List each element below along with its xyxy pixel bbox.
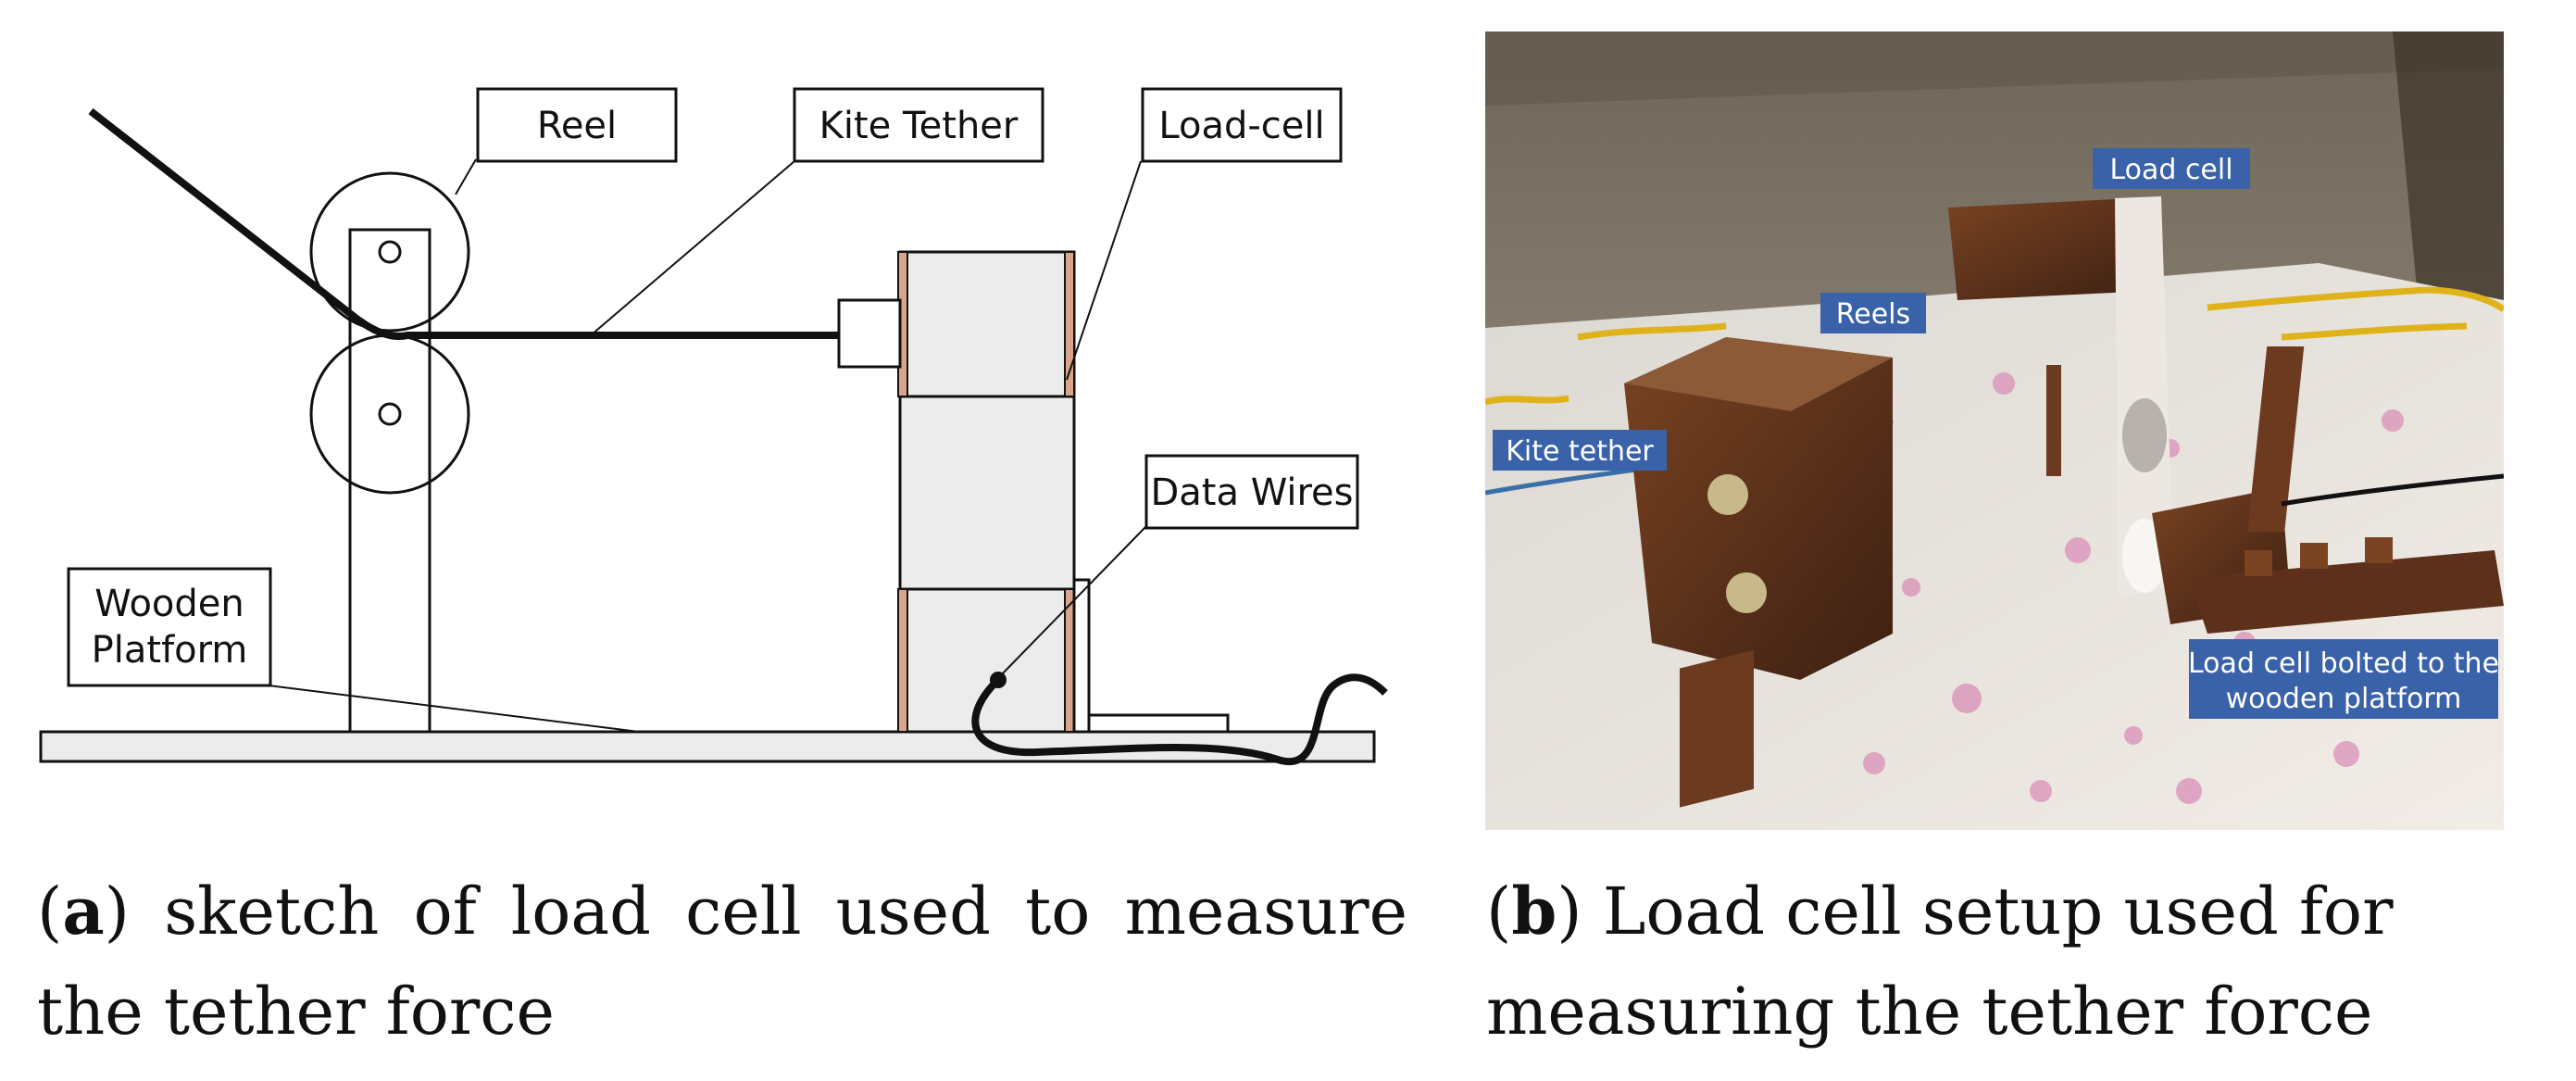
photo-platform-bolts: [2245, 537, 2393, 576]
load-cell-body: [898, 250, 1076, 734]
load-cell-plate-bl: [897, 588, 908, 733]
photo-tether-hook: [2046, 365, 2061, 476]
photo-bracket-upright: [2247, 346, 2305, 532]
caption-a: (a) sketch of load cell used to measure …: [37, 873, 1408, 1050]
photo: Load cell Reels Kite tether Load cell bo…: [1485, 31, 2504, 830]
data-wires-label: Data Wires: [1150, 471, 1353, 514]
photo-reels-label: Reels: [1836, 298, 1910, 331]
photo-kite-tether-tag: [1493, 430, 1667, 471]
caption-a-text: sketch of load cell used to measure the …: [37, 874, 1408, 1050]
data-wire-anchor: [990, 672, 1007, 688]
mount-bracket-vertical: [1072, 578, 1091, 734]
reel-label-box: [476, 87, 678, 163]
photo-load-cell-top: [1948, 198, 2152, 300]
photo-reel-bolt-bottom: [1726, 572, 1767, 613]
photo-load-cell-hole: [2122, 398, 2167, 472]
mount-bracket-base: [1087, 713, 1230, 734]
load-cell-connector: [837, 298, 902, 369]
photo-bolted-tag: [2189, 639, 2498, 719]
reel-axle-bottom: [378, 402, 402, 426]
photo-reel-bolt-top: [1707, 474, 1748, 515]
photo-reels-tag: [1820, 293, 1926, 333]
photo-data-wire: [2281, 473, 2504, 507]
photo-load-cell-label: Load cell: [2109, 154, 2232, 186]
yellow-rope: [1485, 286, 2504, 406]
load-cell-label: Load-cell: [1158, 105, 1324, 147]
caption-b-letter: b: [1511, 873, 1557, 949]
data-wires-label-box: [1144, 454, 1359, 530]
reel-label: Reel: [537, 105, 617, 147]
kite-tether-line: [88, 107, 841, 340]
wooden-platform-label-line1: Wooden: [94, 583, 244, 625]
reel-post: [348, 228, 431, 734]
sketch-diagram: Reel Kite Tether Load-cell Data Wires Wo…: [39, 87, 1388, 766]
photo-bolted-label-line1: Load cell bolted to the: [2188, 647, 2499, 680]
caption-b-text: Load cell setup used for measuring the t…: [1486, 874, 2394, 1050]
reel-top: [309, 171, 470, 333]
photo-bolted-label-line2: wooden platform: [2226, 683, 2462, 715]
caption-a-letter: a: [62, 873, 105, 949]
photo-reel-base: [1680, 649, 1754, 808]
load-cell-plate-tr: [1064, 251, 1075, 397]
wooden-platform-label-box: [67, 567, 272, 687]
caption-b: (b) Load cell setup used for measuring t…: [1486, 873, 2394, 1050]
reel-axle-top: [378, 240, 402, 264]
photo-reel-block: [1624, 337, 1893, 680]
load-cell-label-box: [1141, 87, 1343, 163]
photo-load-cell: [2115, 196, 2174, 597]
kite-tether-label: Kite Tether: [819, 105, 1019, 147]
photo-kite-tether-label: Kite tether: [1506, 435, 1654, 468]
wooden-platform-label-line2: Platform: [92, 629, 248, 672]
data-wire: [971, 673, 1388, 766]
photo-load-cell-tag: [2093, 148, 2250, 189]
kite-tether-label-box: [793, 87, 1044, 163]
